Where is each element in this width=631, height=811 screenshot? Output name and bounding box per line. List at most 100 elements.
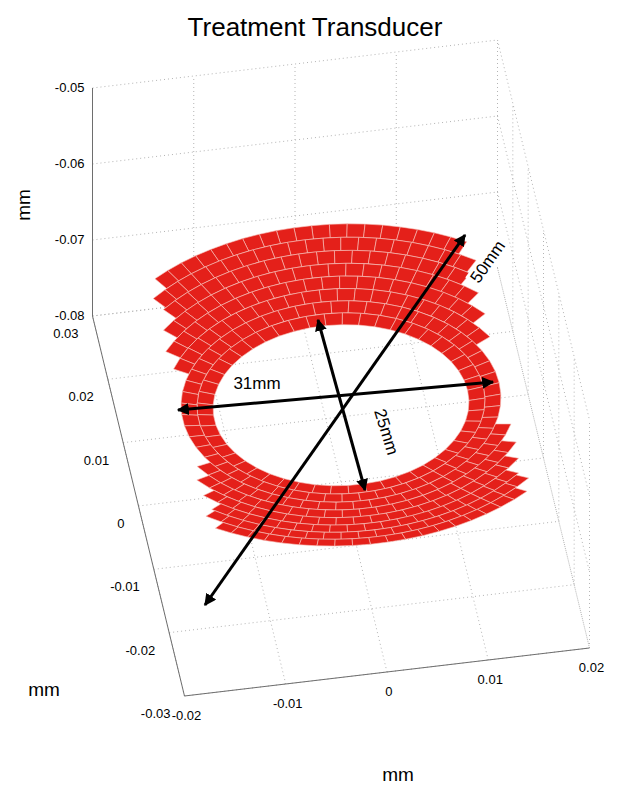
transducer-element	[306, 509, 326, 518]
tick-label: -0.05	[55, 81, 85, 96]
transducer-element	[328, 263, 346, 276]
transducer-element	[321, 276, 339, 289]
transducer-element	[485, 394, 501, 407]
grid-line	[154, 521, 559, 569]
transducer-element	[354, 289, 373, 302]
transducer-element	[312, 485, 331, 494]
grid-line	[169, 585, 574, 633]
transducer-element	[312, 224, 331, 239]
transducer-element	[342, 493, 360, 502]
transducer-element	[318, 517, 336, 525]
tick-label: -0.02	[126, 643, 156, 658]
transducer-element	[313, 301, 332, 315]
tick-label: 0.01	[84, 453, 109, 468]
grid-line	[498, 116, 590, 496]
grid-line	[295, 292, 387, 672]
transducer-element	[324, 313, 342, 326]
transducer-element	[299, 252, 319, 267]
transducer-element	[358, 237, 377, 251]
dimension-label: 25mm	[369, 405, 403, 460]
grid-line	[498, 40, 590, 420]
chart-title: Treatment Transducer	[188, 13, 443, 43]
axis-grid	[93, 40, 590, 696]
transducer-element	[317, 539, 335, 546]
transducer-element	[342, 313, 361, 325]
grid-line	[558, 293, 559, 521]
transducer-element	[348, 301, 367, 314]
grid-line	[543, 230, 544, 458]
tick-label: 0.03	[53, 327, 78, 342]
transducer-element	[282, 536, 302, 544]
transducer-element	[352, 250, 371, 264]
transducer-element	[336, 517, 354, 525]
transducer-element	[184, 425, 204, 436]
tick-label: -0.07	[55, 233, 85, 248]
grid-line	[589, 420, 590, 648]
tick-label: -0.01	[110, 580, 140, 595]
transducer-element	[329, 224, 347, 238]
transducer-element	[330, 525, 348, 532]
tick-label: 0.02	[69, 390, 94, 405]
grid-line	[498, 192, 590, 572]
transducer-element	[334, 250, 352, 263]
grid-line	[93, 316, 185, 696]
axis-label: mm	[382, 764, 414, 786]
transducer-element	[385, 533, 405, 542]
grid-line	[92, 88, 93, 316]
grid-line	[528, 167, 529, 395]
grid-line	[194, 304, 286, 684]
tick-label: 0	[117, 517, 124, 532]
transducer-element	[335, 539, 353, 546]
axis-label: mm	[28, 679, 60, 701]
grid-line	[497, 40, 498, 268]
tick-label: 0	[385, 685, 392, 700]
tick-label: -0.03	[141, 707, 171, 722]
transducer-element	[340, 276, 358, 289]
transducer-element	[347, 224, 365, 238]
transducer-element	[294, 226, 314, 241]
tick-label: -0.06	[55, 157, 85, 172]
transducer-element	[364, 224, 383, 238]
transducer-element	[299, 538, 318, 546]
axis-line	[93, 316, 185, 696]
transducer-element	[482, 406, 500, 418]
transducer-element	[331, 301, 349, 314]
transducer-element	[323, 237, 341, 251]
grid-line	[512, 103, 513, 331]
transducer-element	[468, 398, 485, 411]
grid-line	[497, 40, 498, 268]
grid-line	[108, 331, 513, 379]
axis-line	[92, 88, 93, 316]
transducer-element	[324, 510, 342, 518]
transducer-element	[362, 264, 382, 278]
grid-line	[574, 357, 575, 585]
transducer-array	[153, 224, 528, 546]
tick-label: -0.02	[172, 709, 202, 724]
grid-line	[93, 40, 498, 88]
transducer-element	[316, 251, 334, 265]
transducer-element	[198, 415, 216, 426]
transducer-element	[336, 502, 354, 510]
grid-line	[93, 116, 498, 164]
dimension-arrow	[205, 235, 465, 605]
transducer-element	[324, 494, 342, 502]
transducer-element	[490, 424, 511, 435]
tick-label: -0.08	[55, 309, 85, 324]
transducer-element	[319, 289, 337, 302]
transducer-element	[197, 391, 215, 404]
transducer-element	[318, 502, 337, 510]
transducer-element	[369, 536, 389, 545]
transducer-element	[342, 509, 360, 518]
transducer-element	[337, 289, 355, 301]
transducer-element	[303, 277, 323, 291]
transducer-element	[330, 485, 348, 494]
transducer-element	[312, 525, 331, 533]
transducer-element	[352, 538, 371, 546]
transducer-element	[310, 264, 329, 278]
tick-label: 0.02	[579, 661, 604, 676]
transducer-element	[341, 531, 359, 539]
transducer-element	[346, 263, 364, 276]
tick-label: -0.01	[273, 697, 303, 712]
